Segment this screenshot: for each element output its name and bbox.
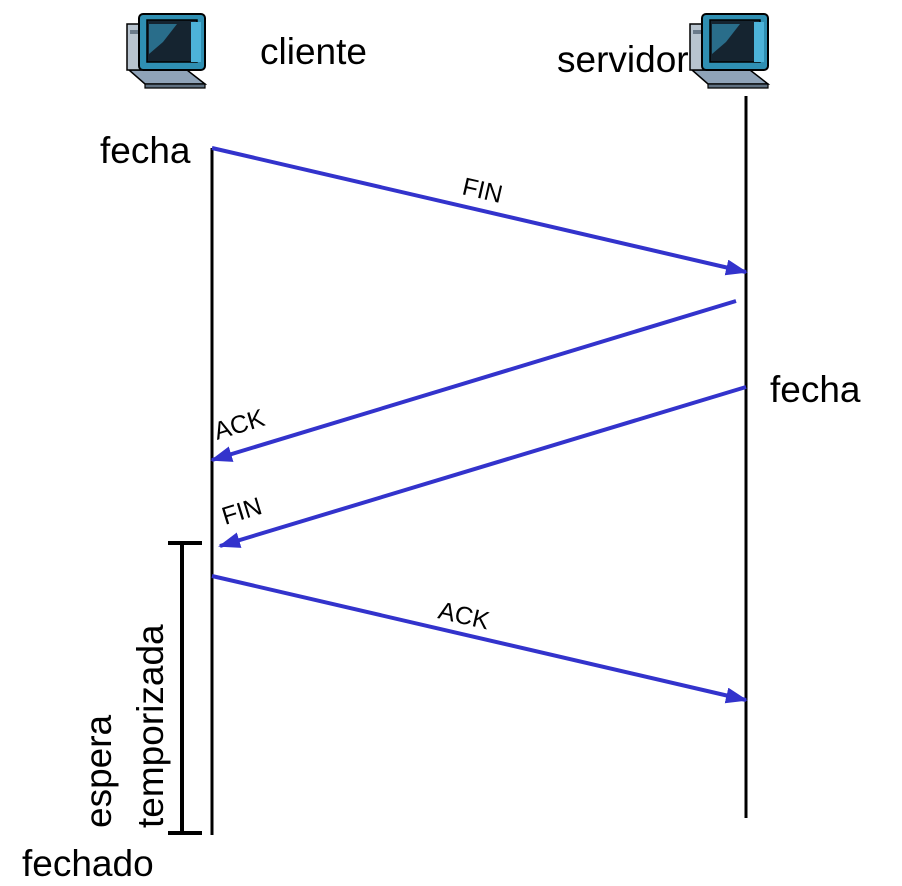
- timed-wait-label-line1: espera: [78, 714, 119, 828]
- message-label-fin-1: FIN: [460, 173, 506, 209]
- ack-arrow-server-to-client: [210, 299, 737, 462]
- client-close-label: fecha: [100, 130, 191, 171]
- fin-arrow-server-to-client: [218, 385, 747, 548]
- timed-wait-label-line2: temporizada: [130, 624, 171, 828]
- server-computer-icon: [689, 13, 769, 89]
- message-label-ack-1: ACK: [211, 404, 269, 446]
- timed-wait-bracket: [168, 541, 202, 835]
- client-label: cliente: [260, 31, 367, 72]
- client-closed-label: fechado: [22, 843, 154, 884]
- server-label: servidor: [557, 39, 689, 80]
- server-close-label: fecha: [770, 369, 861, 410]
- client-computer-icon: [126, 13, 206, 89]
- fin-arrow-client-to-server: [211, 146, 748, 276]
- ack-arrow-client-to-server: [211, 574, 748, 704]
- message-label-fin-2: FIN: [219, 492, 266, 531]
